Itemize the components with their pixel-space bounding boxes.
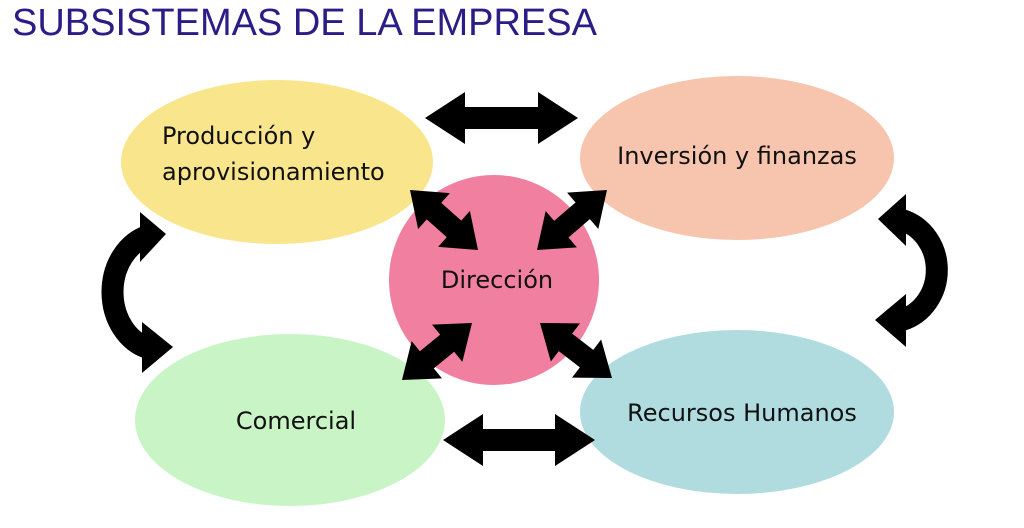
label-produccion-1: Producción y xyxy=(162,122,315,150)
curved-arrow-left xyxy=(101,212,173,373)
arrow-comercial-rrhh xyxy=(443,414,595,466)
arrow-produccion-inversion xyxy=(425,92,578,144)
label-inversion: Inversión y finanzas xyxy=(617,142,857,170)
label-rrhh: Recursos Humanos xyxy=(627,399,857,427)
label-produccion-2: aprovisionamiento xyxy=(162,158,385,186)
node-rrhh xyxy=(580,330,894,494)
curved-arrow-right xyxy=(875,194,948,347)
label-direccion: Dirección xyxy=(441,266,553,294)
page-title: SUBSISTEMAS DE LA EMPRESA xyxy=(12,2,597,44)
arrow-direccion-inversion xyxy=(536,190,607,250)
arrow-direccion-rrhh xyxy=(540,322,612,378)
node-produccion xyxy=(121,80,433,244)
label-comercial: Comercial xyxy=(236,407,356,435)
arrow-direccion-comercial xyxy=(402,323,473,380)
arrow-direccion-produccion xyxy=(410,190,479,250)
node-comercial xyxy=(135,334,445,506)
node-inversion xyxy=(580,76,894,240)
